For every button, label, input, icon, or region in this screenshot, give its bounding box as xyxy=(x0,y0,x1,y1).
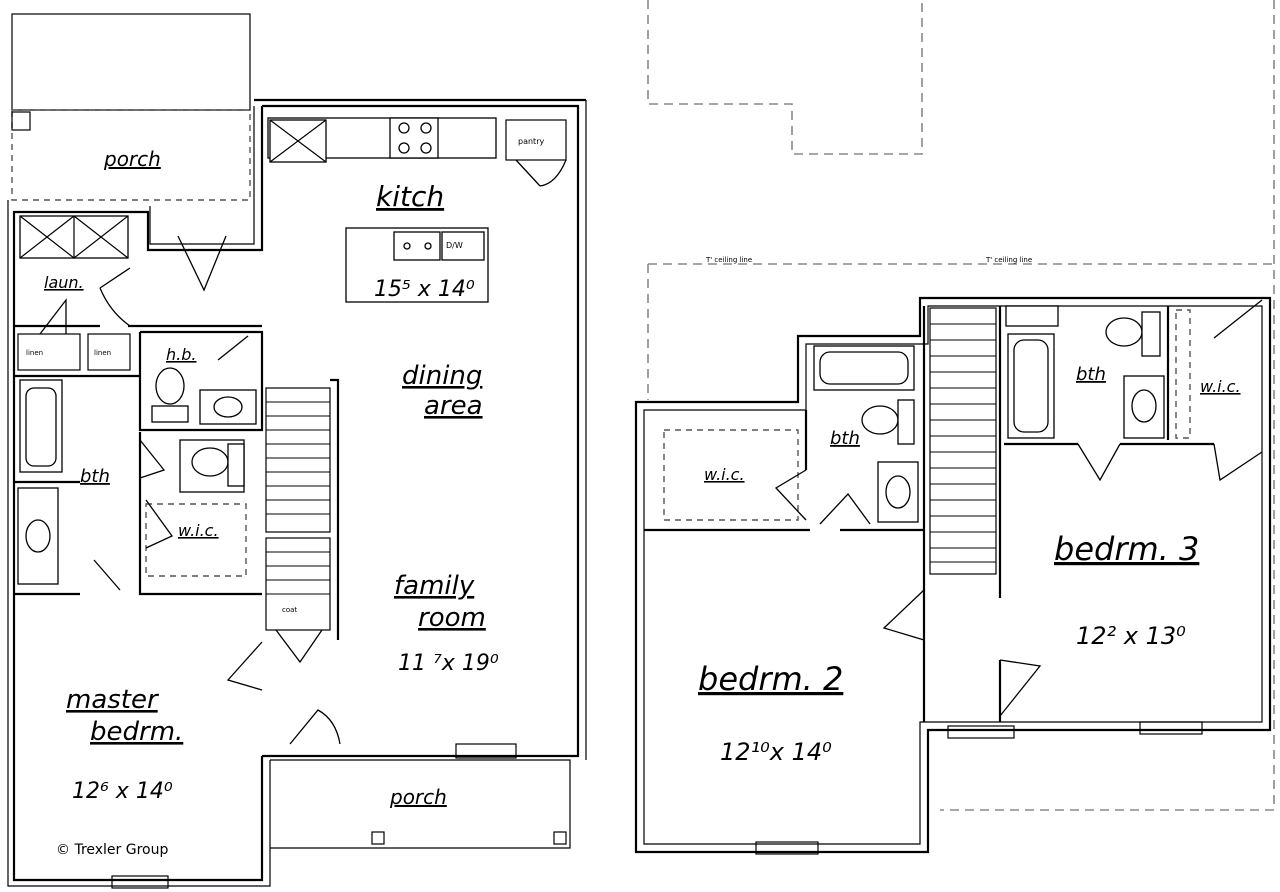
family-room-dimensions: 11 ⁷x 19⁰ xyxy=(398,651,499,676)
main-bath-label: bth xyxy=(80,466,110,487)
kitchen-label: kitch xyxy=(376,180,444,213)
upstairs-wic-2-label: w.i.c. xyxy=(1200,377,1241,396)
ceiling-line-note-1: T' ceiling line xyxy=(705,256,752,264)
kitchen-dimensions: 15⁵ x 14⁰ xyxy=(374,277,475,302)
bedroom-3-label: bedrm. 3 xyxy=(1054,530,1199,568)
half-bath-label: h.b. xyxy=(166,345,196,364)
linen-closet-2-label: linen xyxy=(94,349,111,357)
family-room-label-line1: family xyxy=(394,571,475,601)
upstairs-bath-2-label: bth xyxy=(1076,364,1106,385)
walk-in-closet-label: w.i.c. xyxy=(178,521,219,540)
second-floor xyxy=(634,0,1275,855)
linen-closet-1-label: linen xyxy=(26,349,43,357)
dining-label-line2: area xyxy=(424,391,483,421)
master-bedroom-label-line1: master xyxy=(66,685,160,715)
back-porch-label: porch xyxy=(103,147,161,171)
upstairs-wic-1-label: w.i.c. xyxy=(704,465,745,484)
master-bedroom-label-line2: bedrm. xyxy=(90,717,183,747)
dining-label-line1: dining xyxy=(402,361,482,391)
bedroom-2-dimensions: 12¹⁰x 14⁰ xyxy=(720,738,832,766)
first-floor xyxy=(7,13,587,889)
bedroom-2-label: bedrm. 2 xyxy=(698,660,843,698)
family-room-label-line2: room xyxy=(418,603,486,633)
master-bedroom-dimensions: 12⁶ x 14⁰ xyxy=(72,779,173,804)
copyright-notice: © Trexler Group xyxy=(56,842,168,858)
front-porch-label: porch xyxy=(389,785,447,809)
laundry-label: laun. xyxy=(44,273,84,292)
dishwasher-label: D/W xyxy=(446,241,463,250)
coat-closet-label: coat xyxy=(282,606,297,614)
upstairs-bath-1-label: bth xyxy=(830,428,860,449)
pantry-label: pantry xyxy=(518,137,544,146)
bedroom-3-dimensions: 12² x 13⁰ xyxy=(1076,622,1186,650)
room-labels: porch kitch 15⁵ x 14⁰ D/W pantry laun. h… xyxy=(26,137,1241,858)
ceiling-line-note-2: T' ceiling line xyxy=(985,256,1032,264)
